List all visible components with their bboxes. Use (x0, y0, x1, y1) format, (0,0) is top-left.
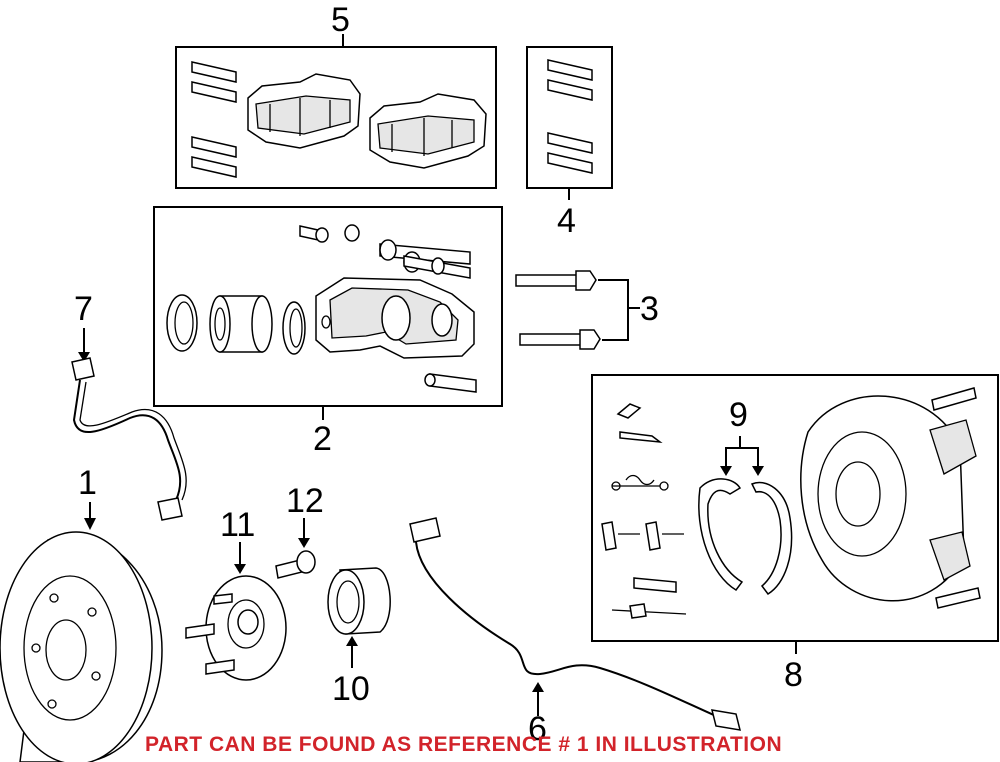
wheel-hub-11: 11 (185, 506, 287, 681)
caliper-housing (315, 277, 475, 359)
brake-rotor-1: 1 (0, 464, 163, 762)
parking-brake-shoes (698, 478, 793, 596)
callout-3: 3 (640, 290, 659, 328)
caliper-bolts-3: 3 (515, 270, 659, 350)
abs-sensor-6: 6 (409, 517, 742, 748)
pad-kit-group-5: 5 (175, 1, 497, 189)
pad-shims (191, 61, 237, 178)
callout-9: 9 (729, 396, 748, 434)
brake-pad-right (369, 93, 487, 169)
callout-6: 6 (528, 710, 547, 748)
bleeder-screws (299, 224, 360, 243)
parking-brake-group-8: 9 8 (591, 374, 999, 694)
caliper-group-2: 2 (153, 206, 503, 458)
callout-8: 8 (784, 656, 803, 694)
callout-4: 4 (557, 202, 576, 240)
reference-caption: PART CAN BE FOUND AS REFERENCE # 1 IN IL… (145, 733, 782, 756)
callout-12: 12 (286, 482, 324, 520)
callout-1: 1 (78, 464, 97, 502)
callout-2: 2 (313, 420, 332, 458)
caliper-piston (209, 295, 273, 353)
guide-pin-lower (424, 373, 477, 393)
hardware-parts (601, 403, 687, 619)
backing-plate (800, 387, 981, 609)
callout-5: 5 (331, 1, 350, 39)
piston-seal (166, 294, 198, 352)
callout-10: 10 (332, 670, 370, 708)
wheel-stud-12: 12 (275, 482, 324, 579)
callout-7: 7 (74, 290, 93, 328)
shim-kit-group-4: 4 (526, 46, 613, 240)
wheel-bearing-10: 10 (327, 567, 391, 708)
brake-pad-left (247, 73, 361, 149)
dust-boot (282, 301, 306, 355)
callout-11: 11 (220, 506, 255, 544)
brake-hose-7: 7 (71, 290, 187, 521)
guide-pins-upper (379, 239, 471, 279)
